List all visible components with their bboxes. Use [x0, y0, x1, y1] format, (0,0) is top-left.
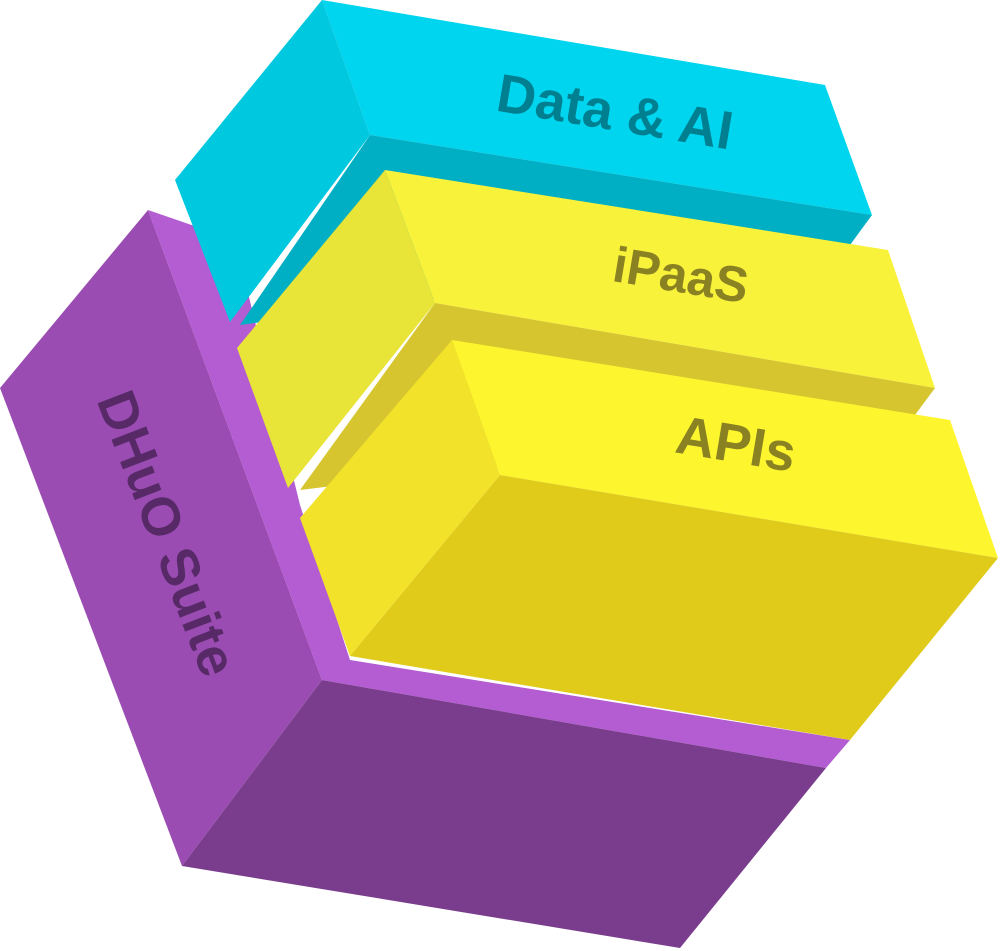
- dhuo-suite-top-face: [148, 210, 850, 768]
- dhuo-suite-front-face: [182, 680, 826, 948]
- ipaas-top-face: [385, 170, 935, 388]
- apis-top-face: [452, 340, 998, 558]
- dhuo-suite-left-face: [0, 210, 322, 866]
- apis-front-face: [350, 475, 998, 740]
- dhuo-suite-block: DHuO Suite: [0, 210, 850, 948]
- data-ai-left-face: [175, 0, 370, 322]
- ipaas-left-face: [237, 170, 435, 488]
- apis-block: APIs: [300, 340, 998, 740]
- data-ai-top-face: [322, 0, 872, 215]
- apis-left-face: [300, 340, 500, 656]
